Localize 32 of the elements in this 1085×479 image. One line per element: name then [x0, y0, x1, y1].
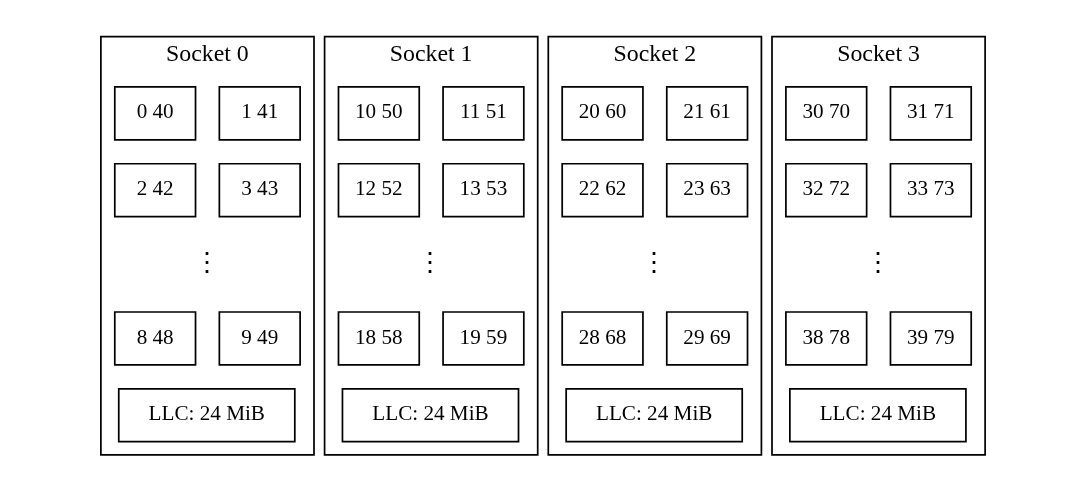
- node-box: 30 70: [784, 86, 867, 141]
- node-box: 31 71: [889, 86, 972, 141]
- node-box: 2 42: [113, 162, 196, 218]
- node-box: 1 41: [218, 86, 301, 141]
- label: ⋮: [864, 246, 891, 277]
- node-box: LLC: 24 MiB: [788, 387, 967, 443]
- node-box: 10 50: [337, 86, 420, 141]
- node-box: 18 58: [337, 311, 420, 366]
- node-box: 12 52: [337, 162, 420, 218]
- node-box: 33 73: [889, 162, 972, 218]
- node-box: 20 60: [560, 86, 644, 141]
- node-box: 32 72: [784, 162, 867, 218]
- node-box: 29 69: [665, 311, 748, 366]
- node-box: 19 59: [441, 311, 525, 366]
- node-box: 22 62: [560, 162, 644, 218]
- node-box: 3 43: [218, 162, 301, 218]
- node-box: 23 63: [665, 162, 748, 218]
- node-box: 9 49: [218, 311, 301, 366]
- node-box: 11 51: [441, 86, 525, 141]
- node-box: LLC: 24 MiB: [564, 387, 743, 443]
- node-box: 38 78: [784, 311, 867, 366]
- label: ⋮: [640, 246, 667, 277]
- node-box: 0 40: [113, 86, 196, 141]
- label: ⋮: [416, 246, 443, 277]
- node-box: 39 79: [889, 311, 972, 366]
- node-box: 28 68: [560, 311, 644, 366]
- node-box: LLC: 24 MiB: [341, 387, 519, 443]
- node-box: 8 48: [113, 311, 196, 366]
- node-box: 13 53: [441, 162, 525, 218]
- label: ⋮: [193, 246, 220, 277]
- node-box: 21 61: [665, 86, 748, 141]
- node-box: LLC: 24 MiB: [117, 387, 296, 443]
